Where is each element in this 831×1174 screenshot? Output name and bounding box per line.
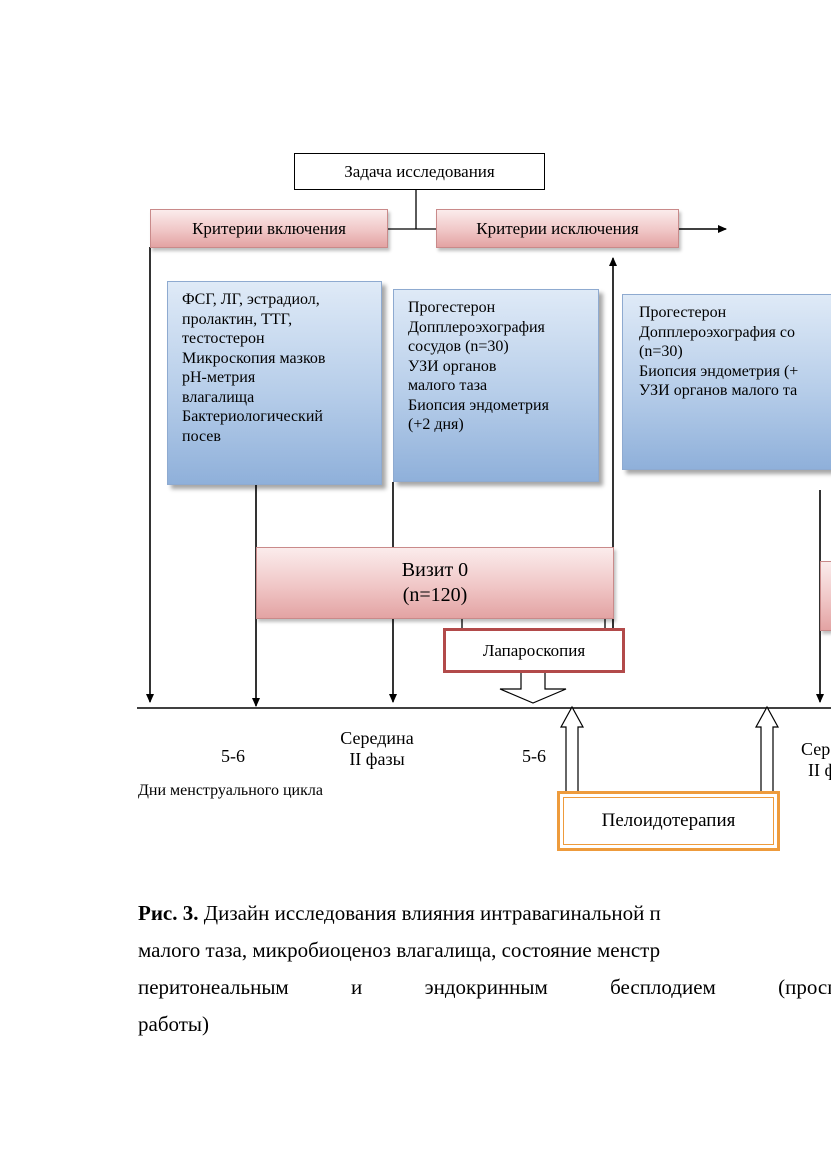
visit-tests-line: влагалища: [182, 388, 255, 406]
axis-label-mid-phase-line1: Середина: [340, 728, 414, 748]
caption-word: бесплодием: [610, 975, 716, 999]
caption-line-1: Рис. 3. Дизайн исследования влияния интр…: [138, 895, 831, 932]
visit-tests-line: Бактериологический: [182, 408, 323, 426]
mid-phase-tests-line: Биопсия эндометрия: [408, 396, 549, 414]
axis-label-mid-phase-line2: II фазы: [349, 749, 405, 769]
caption-line-4: работы): [138, 1012, 210, 1036]
visit-title: Визит 0: [401, 559, 469, 581]
followup-tests-line: Прогестерон: [639, 304, 727, 321]
followup-tests-line: УЗИ органов малого та: [639, 382, 798, 400]
followup-tests-line: Биопсия эндометрия (+: [639, 362, 799, 380]
followup-tests-line: Допплероэхография со: [639, 323, 796, 341]
caption-line-1-text: Дизайн исследования влияния интравагинал…: [198, 901, 661, 925]
peloid-hollow-arrow-left: [559, 705, 585, 792]
mid-phase-tests-line: малого таза: [408, 377, 488, 395]
caption-figure-number: Рис. 3.: [138, 901, 199, 925]
visit-count: (n=120): [402, 584, 468, 606]
axis-label-mid-phase-partial: Сер II ф: [801, 739, 831, 781]
visit-tests-line: тестостерон: [182, 330, 265, 348]
peloid-therapy-label: Пелоидотерапия: [563, 797, 774, 845]
caption-word: эндокринным: [424, 975, 548, 999]
axis-label-day-5-6-first: 5-6: [221, 746, 245, 766]
study-goal-box: Задача исследования: [294, 153, 545, 190]
mid-phase-tests-line: (+2 дня): [408, 416, 464, 434]
visit-tests-box: ФСГ, ЛГ, эстрадиол, пролактин, ТТГ, тестос…: [167, 281, 382, 485]
axis-label-day-5-6-second: 5-6: [522, 746, 546, 766]
cycle-days-label: Дни менструального цикла: [138, 782, 323, 799]
visit-tests-line: ФСГ, ЛГ, эстрадиол,: [182, 291, 320, 308]
peloid-hollow-arrow-right: [754, 705, 780, 792]
laparoscopy-box: Лапароскопия: [443, 628, 625, 673]
caption-word: (проспек: [778, 975, 831, 999]
inclusion-criteria-box: Критерии включения: [150, 209, 388, 248]
caption-word: и: [351, 975, 363, 999]
caption-line-2: малого таза, микробиоценоз влагалища, со…: [138, 938, 661, 962]
visit-one-box-partial: [820, 561, 831, 631]
mid-phase-tests-line: Допплероэхография: [408, 318, 545, 336]
peloid-therapy-box: Пелоидотерапия: [557, 791, 780, 851]
mid-phase-tests-line: сосудов (n=30): [408, 338, 509, 356]
axis-label-mid-phase-partial-line1: Сер: [801, 739, 831, 759]
visit-zero-box: Визит 0 (n=120): [256, 547, 614, 619]
visit-tests-line: Микроскопия мазков: [182, 349, 326, 367]
figure-caption: Рис. 3. Дизайн исследования влияния интр…: [138, 895, 831, 1043]
laparoscopy-hollow-arrow: [499, 673, 567, 704]
visit-tests-line: посев: [182, 427, 221, 445]
exclusion-criteria-box: Критерии исключения: [436, 209, 679, 248]
visit-tests-line: pH-метрия: [182, 369, 256, 387]
caption-word: перитонеальным: [138, 975, 289, 999]
mid-phase-tests-line: Прогестерон: [408, 299, 496, 316]
caption-line-3: перитонеальным и эндокринным бесплодием (про…: [138, 969, 831, 1006]
diagram-connectors: [137, 190, 831, 792]
followup-tests-line: (n=30): [639, 343, 683, 361]
axis-label-mid-phase-partial-line2: II ф: [808, 760, 831, 780]
visit-tests-line: пролактин, ТТГ,: [182, 310, 293, 328]
mid-phase-tests-line: УЗИ органов: [408, 357, 497, 375]
axis-label-mid-phase: Середина II фазы: [324, 728, 430, 770]
